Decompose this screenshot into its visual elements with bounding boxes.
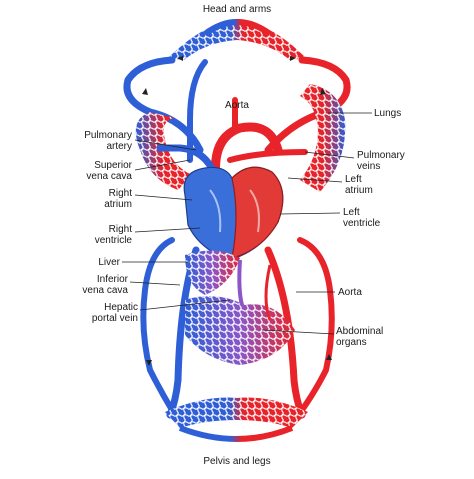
label-liver: Liver bbox=[98, 257, 120, 268]
systemic-upper-loop bbox=[123, 56, 351, 154]
label-lungs: Lungs bbox=[374, 108, 402, 119]
heart bbox=[183, 166, 284, 261]
abdominal-capillaries bbox=[185, 259, 295, 365]
label-pelvis-and-legs: Pelvis and legs bbox=[203, 456, 271, 467]
pelvis-legs-capillaries bbox=[165, 397, 308, 442]
label-leader-lines bbox=[122, 112, 372, 335]
label-aorta-top: Aorta bbox=[225, 100, 249, 111]
label-aorta-mid: Aorta bbox=[338, 287, 362, 298]
right-lung-capillaries bbox=[300, 84, 346, 192]
label-head-and-arms: Head and arms bbox=[202, 4, 272, 15]
head-arms-capillaries bbox=[168, 19, 306, 60]
liver-capillaries bbox=[185, 250, 240, 295]
flow-arrows bbox=[142, 56, 332, 366]
